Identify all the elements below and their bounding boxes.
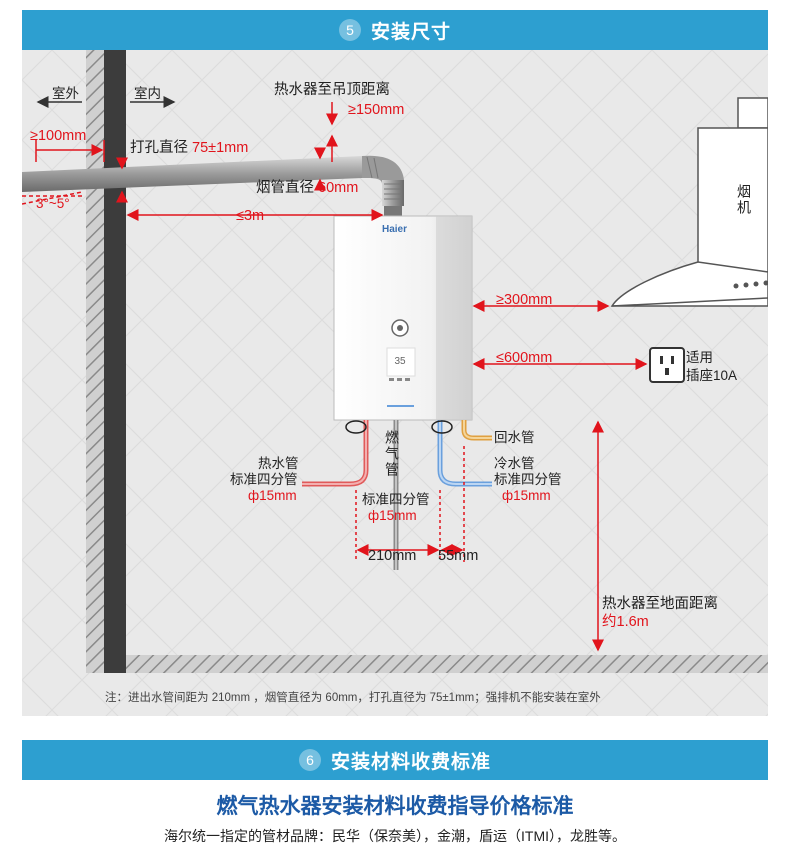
spacing-55: 55mm bbox=[438, 548, 479, 564]
section-title: 安装材料收费标准 bbox=[330, 751, 491, 773]
range-hood-label: 烟机 bbox=[736, 184, 752, 216]
gas-pipe-label: 燃气管 bbox=[384, 430, 400, 478]
flue-diameter-label: 烟管直径 60mm bbox=[256, 180, 359, 196]
brand-logo: Haier bbox=[382, 224, 408, 235]
floor-distance-value: 约1.6m bbox=[602, 614, 649, 630]
flue-length-value: ≤3m bbox=[236, 208, 265, 224]
spacing-210: 210mm bbox=[368, 548, 417, 564]
ceiling-distance-value: ≥150mm bbox=[348, 102, 405, 118]
socket-label-2: 插座10A bbox=[686, 368, 738, 383]
cold-water-label-2: 标准四分管 bbox=[494, 472, 562, 487]
hole-diameter-value: 75±1mm bbox=[192, 140, 249, 156]
inside-label: 室内 bbox=[134, 86, 161, 101]
flue-diameter-value: 60mm bbox=[318, 180, 359, 196]
section-title: 安装尺寸 bbox=[370, 21, 451, 43]
ceiling-distance-label: 热水器至吊顶距离 bbox=[274, 82, 390, 98]
installation-diagram: 35 bbox=[22, 50, 768, 716]
price-guide-title: 燃气热水器安装材料收费指导价格标准 bbox=[216, 795, 574, 818]
section-number: 6 bbox=[298, 749, 321, 771]
section-number: 5 bbox=[338, 19, 361, 41]
diagram-graphics: 35 bbox=[22, 50, 768, 716]
hole-diameter-label: 打孔直径 75±1mm bbox=[130, 140, 249, 156]
hood-distance-value: ≥300mm bbox=[496, 292, 553, 308]
installation-note: 注：进出水管间距为 210mm ，烟管直径为 60mm，打孔直径为 75±1mm… bbox=[105, 692, 601, 704]
cold-water-label-1: 冷水管 bbox=[494, 456, 535, 471]
hot-water-label-3: ф15mm bbox=[248, 488, 297, 503]
slope-value: 3°~5° bbox=[36, 196, 70, 211]
gas-spec-label-1: 标准四分管 bbox=[362, 492, 430, 507]
display-temp: 35 bbox=[394, 356, 406, 367]
return-water-label: 回水管 bbox=[494, 430, 535, 445]
floor-distance-label: 热水器至地面距离 bbox=[602, 596, 718, 612]
outside-label: 室外 bbox=[52, 86, 79, 101]
cold-water-label-3: ф15mm bbox=[502, 488, 551, 503]
section-5-header: 5 安装尺寸 bbox=[22, 10, 768, 50]
hot-water-label-2: 标准四分管 bbox=[230, 472, 298, 487]
socket-distance-value: ≤600mm bbox=[496, 350, 553, 366]
gas-spec-label-2: ф15mm bbox=[368, 508, 417, 523]
pipe-brands-text: 海尔统一指定的管材品牌：民华（保奈美），金潮，盾运（ITMI），龙胜等。 bbox=[164, 828, 626, 844]
section-6-header: 6 安装材料收费标准 bbox=[22, 740, 768, 780]
protrusion-value: ≥100mm bbox=[30, 128, 87, 144]
hot-water-label-1: 热水管 bbox=[258, 456, 299, 471]
socket-label-1: 适用 bbox=[686, 350, 713, 365]
